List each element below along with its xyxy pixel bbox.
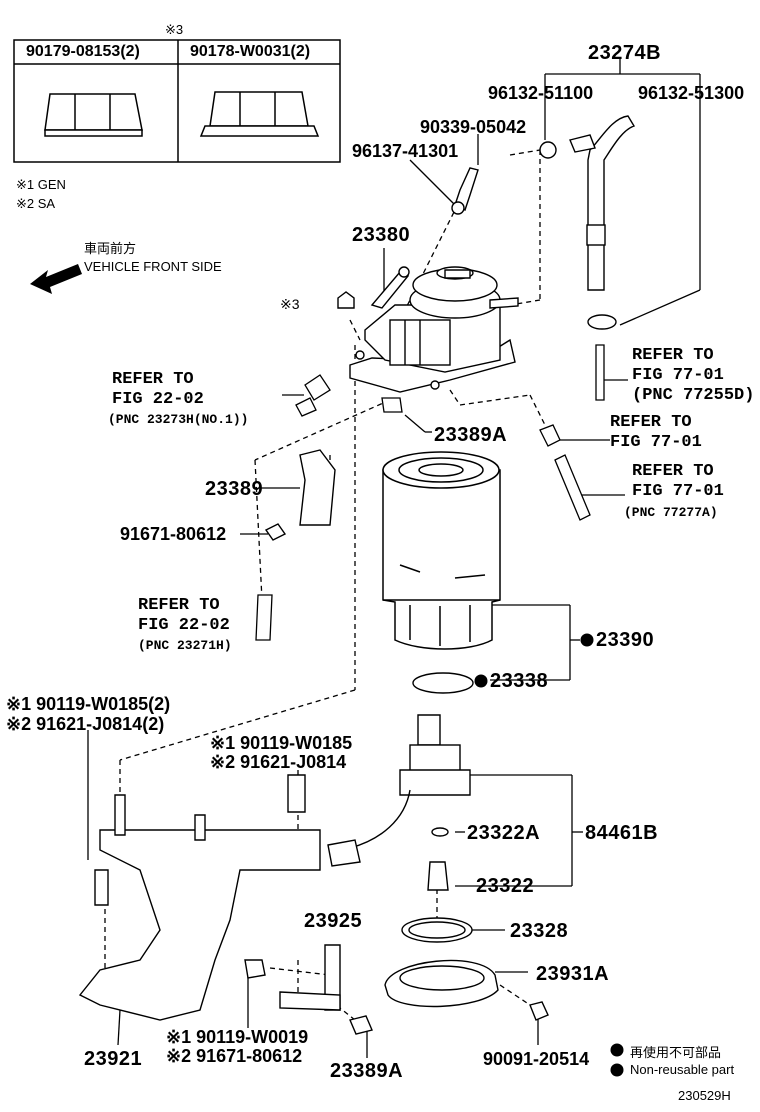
ref2-line3: (PNC 77255D) (632, 386, 755, 405)
label-bolt-left-2: ※2 91621-J0814(2) (6, 714, 165, 734)
label-96132-51300: 96132-51300 (638, 83, 745, 103)
screw-90091 (529, 1001, 549, 1021)
flange-nut-icon (199, 91, 320, 137)
ref-pipes (255, 344, 605, 641)
nonreuse-dot-23338 (474, 674, 488, 688)
figure-code: 230529H (678, 1088, 731, 1103)
label-96132-51100: 96132-51100 (488, 83, 594, 103)
label-mark3: ※3 (280, 296, 300, 312)
ref1-line3: (PNC 23273H(NO.1)) (108, 412, 249, 427)
leader-lines (87, 58, 701, 1058)
label-23390: 23390 (596, 629, 655, 651)
sensor-84461B (327, 714, 473, 943)
bracket-23921 (78, 774, 321, 1021)
filter-head (337, 266, 519, 393)
label-90091-20514: 90091-20514 (483, 1049, 590, 1069)
legend-nonreuse-en: Non-reusable part (630, 1062, 735, 1077)
table-col2: 90178-W0031(2) (190, 43, 311, 60)
note-gen: ※1 GEN (16, 177, 66, 192)
label-96137-41301: 96137-41301 (352, 141, 459, 161)
note-sa: ※2 SA (16, 196, 56, 211)
label-23389A-top: 23389A (434, 424, 508, 446)
ref3-line2: FIG 77-01 (610, 433, 702, 452)
nut-table (13, 39, 341, 163)
ref5-line1: REFER TO (138, 596, 220, 615)
label-23931A: 23931A (536, 963, 610, 985)
label-23322: 23322 (476, 875, 535, 897)
ref2-line1: REFER TO (632, 346, 714, 365)
label-23389: 23389 (205, 478, 264, 500)
table-col1: 90179-08153(2) (26, 43, 140, 60)
ref3-line1: REFER TO (610, 413, 692, 432)
bracket-23925 (244, 944, 373, 1035)
nonreuse-dot-legend-2 (610, 1063, 624, 1077)
direction-jp: 車両前方 (84, 241, 137, 256)
ref1-line2: FIG 22-02 (112, 390, 204, 409)
label-23921: 23921 (84, 1048, 143, 1070)
label-23925: 23925 (304, 910, 363, 932)
ref4-line2: FIG 77-01 (632, 482, 724, 501)
ref5-line3: (PNC 23271H) (138, 638, 232, 653)
label-23380: 23380 (352, 224, 411, 246)
ref1-line1: REFER TO (112, 370, 194, 389)
label-23322A: 23322A (467, 822, 541, 844)
label-23274B: 23274B (588, 42, 662, 64)
label-23389A-bottom: 23389A (330, 1060, 404, 1082)
bolt-91671 (264, 523, 287, 541)
label-90339-05042: 90339-05042 (420, 117, 527, 137)
filter-23390 (382, 451, 501, 650)
ref4-line1: REFER TO (632, 462, 714, 481)
ref2-line2: FIG 77-01 (632, 366, 724, 385)
label-bolt-left-1: ※1 90119-W0185(2) (6, 694, 171, 714)
table-mark: ※3 (165, 22, 184, 37)
legend-nonreuse-jp: 再使用不可部品 (630, 1045, 722, 1060)
nonreuse-dot-legend-1 (610, 1043, 624, 1057)
label-23328: 23328 (510, 920, 569, 942)
hose-23274B (451, 115, 636, 330)
front-arrow-icon (30, 264, 82, 294)
label-bolt-mid-2: ※2 91621-J0814 (210, 752, 347, 772)
label-bolt-bot-2: ※2 91671-80612 (166, 1046, 303, 1066)
label-91671-80612: 91671-80612 (120, 524, 227, 544)
label-23338: 23338 (490, 670, 549, 692)
bracket-23389 (299, 449, 336, 526)
o-ring-23338 (412, 672, 474, 694)
ref5-line2: FIG 22-02 (138, 616, 230, 635)
label-bolt-bot-1: ※1 90119-W0019 (166, 1027, 309, 1047)
label-bolt-mid-1: ※1 90119-W0185 (210, 733, 353, 753)
ref4-line3: (PNC 77277A) (624, 505, 718, 520)
nonreuse-dot-23390 (580, 633, 594, 647)
direction-en: VEHICLE FRONT SIDE (84, 259, 222, 274)
ring-23931A (384, 959, 499, 1008)
label-84461B: 84461B (585, 822, 659, 844)
nut-icon (44, 93, 143, 137)
